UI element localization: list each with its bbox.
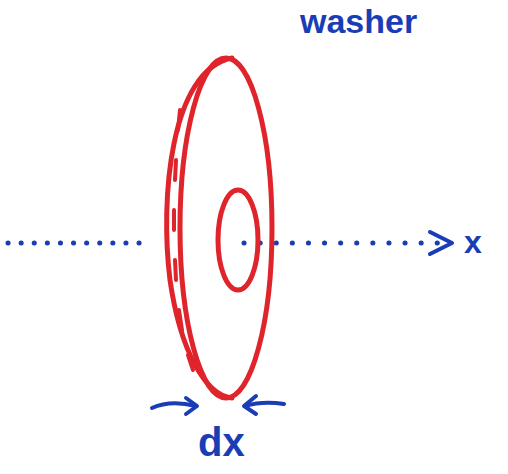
axis-arrowhead [430, 232, 452, 254]
washer-hole [218, 190, 258, 290]
thickness-label: dx [198, 422, 245, 462]
washer-outer-edge [180, 58, 272, 398]
axis-dots [8, 241, 140, 246]
dx-arrow [152, 403, 196, 408]
dx-arrowhead [244, 396, 256, 414]
dx-arrow [245, 403, 284, 406]
washer-back-rim [167, 58, 232, 398]
title-word: washer [300, 4, 417, 38]
axis-label: x [464, 226, 482, 258]
dx-arrowhead [186, 398, 197, 414]
